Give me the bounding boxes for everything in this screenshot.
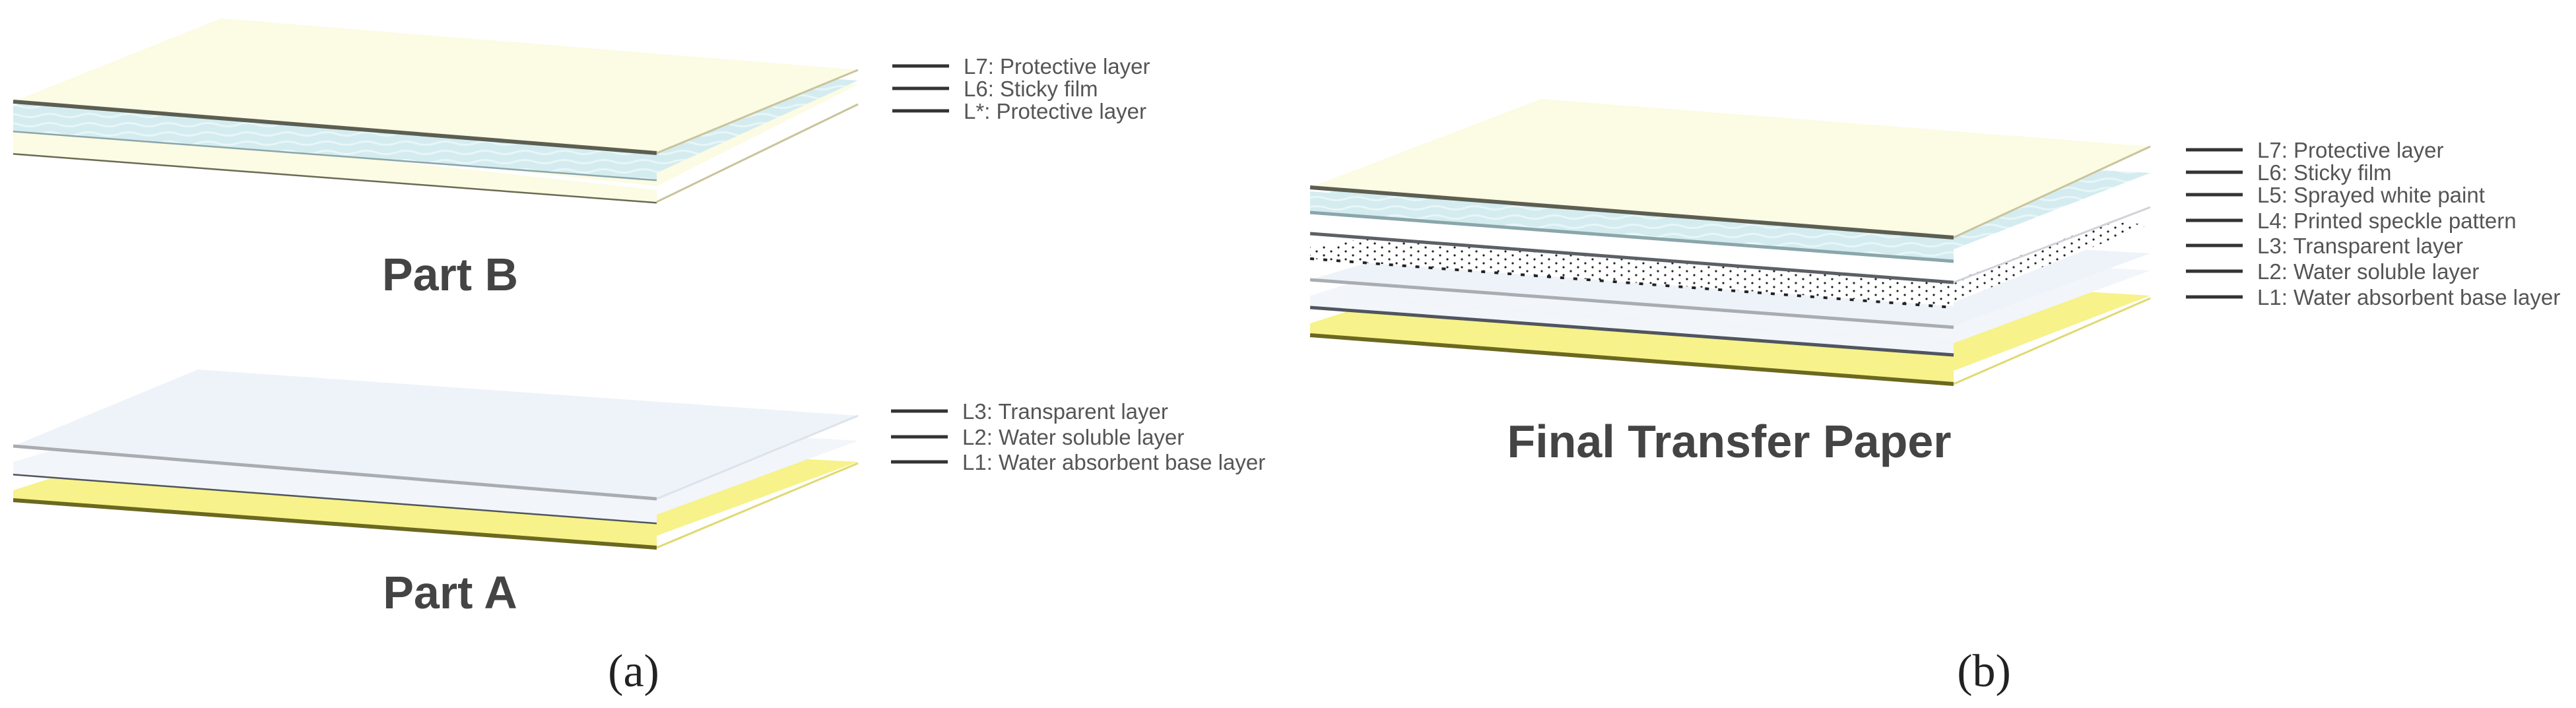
part-a-labels: L3: Transparent layer L2: Water soluble … [891, 399, 1265, 474]
layer-l7-front [13, 100, 657, 155]
panel-b: L7: Protective layer L6: Sticky film L5:… [1309, 99, 2560, 697]
part-b-label-lstar: L*: Protective layer [964, 99, 1146, 123]
layer-l7-protective [13, 18, 858, 153]
final-layer-l2-front [1309, 306, 1954, 357]
final-layer-l7-front [1309, 185, 1954, 240]
final-stack [1309, 99, 2151, 386]
final-title: Final Transfer Paper [1507, 416, 1951, 467]
final-label-l1: L1: Water absorbent base layer [2257, 285, 2560, 309]
final-label-l7: L7: Protective layer [2257, 138, 2443, 162]
part-a-label-l3: L3: Transparent layer [962, 399, 1168, 424]
final-layer-l1-front [1309, 333, 1954, 386]
layer-l1-front [13, 498, 657, 550]
part-a-label-l1: L1: Water absorbent base layer [962, 450, 1265, 474]
part-a-label-l2: L2: Water soluble layer [962, 425, 1184, 449]
layer-l3-transparent [13, 370, 858, 499]
part-b-label-l7: L7: Protective layer [964, 54, 1150, 79]
final-layer-l4-front [1309, 257, 1954, 309]
panel-a: L7: Protective layer L6: Sticky film L*:… [13, 18, 1265, 697]
final-label-l5: L5: Sprayed white paint [2257, 183, 2485, 207]
final-labels: L7: Protective layer L6: Sticky film L5:… [2186, 138, 2560, 309]
final-layer-l6-front [1309, 210, 1954, 263]
part-b-label-l6: L6: Sticky film [964, 77, 1098, 101]
part-b-title: Part B [382, 249, 518, 300]
part-a-stack [13, 370, 859, 550]
final-label-l3: L3: Transparent layer [2257, 234, 2463, 258]
part-b-stack [13, 18, 859, 204]
final-layer-l3-front [1309, 278, 1954, 329]
layer-l3-front [13, 444, 657, 501]
layer-l6-side [13, 106, 657, 179]
layer-l7-right-edge [656, 69, 859, 154]
layer-l1-side [13, 490, 657, 548]
final-layer-l5-front [1309, 232, 1954, 284]
final-label-l6: L6: Sticky film [2257, 160, 2392, 185]
final-label-l4: L4: Printed speckle pattern [2257, 209, 2517, 233]
part-b-labels: L7: Protective layer L6: Sticky film L*:… [892, 54, 1150, 123]
part-a-title: Part A [383, 567, 517, 618]
panel-a-caption: (a) [608, 646, 659, 697]
panel-b-caption: (b) [1957, 646, 2011, 697]
final-label-l2: L2: Water soluble layer [2257, 259, 2479, 284]
